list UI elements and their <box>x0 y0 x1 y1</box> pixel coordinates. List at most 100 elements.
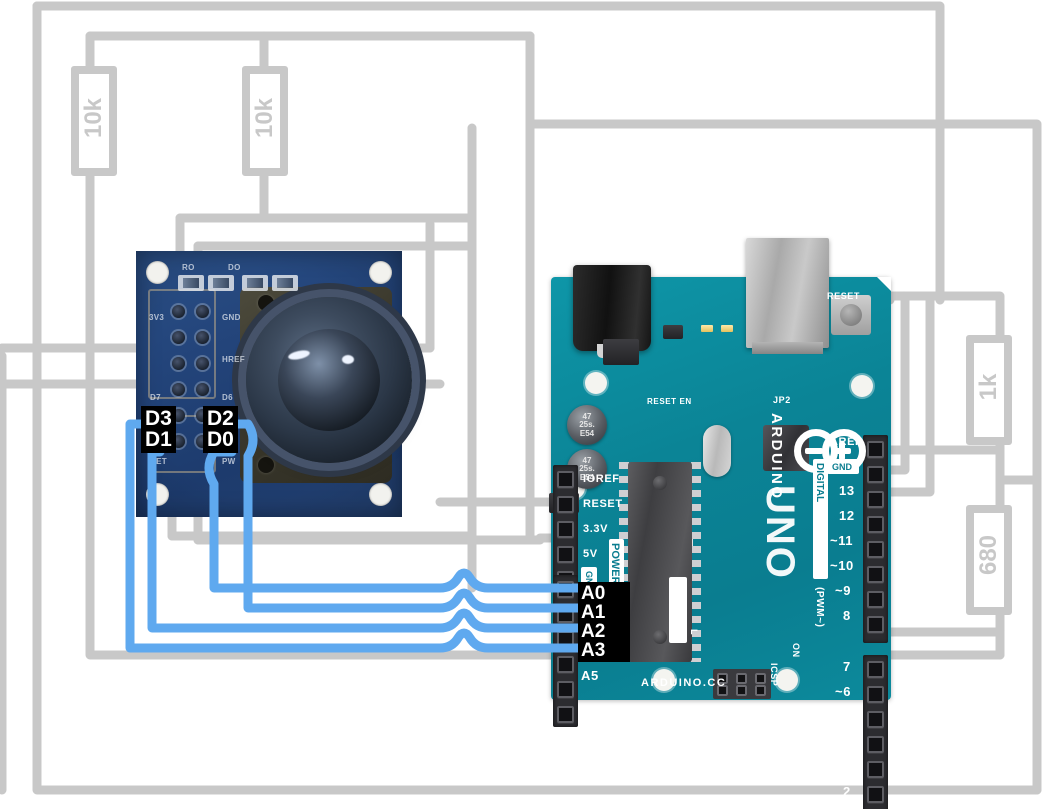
arduino-cc-label: ARDUINO.CC <box>641 677 727 689</box>
silk-label: HREF <box>222 355 245 364</box>
smd-component <box>178 275 204 291</box>
mcu-legs-left <box>619 462 629 662</box>
pin-label-aref: AREF <box>830 436 863 448</box>
header-socket[interactable] <box>557 471 574 488</box>
header-socket[interactable] <box>867 761 884 778</box>
mounting-hole <box>585 372 607 394</box>
pin-label-10: ~10 <box>830 558 854 573</box>
header-socket[interactable] <box>557 546 574 563</box>
board-notch <box>877 277 891 291</box>
header-socket[interactable] <box>557 631 574 648</box>
pin-label-3: ~3 <box>835 759 852 774</box>
resistor-10k-2: 10k <box>242 66 288 176</box>
header-socket[interactable] <box>867 566 884 583</box>
pin-pad[interactable] <box>172 383 185 396</box>
silk-label: PW <box>222 457 236 466</box>
pin-label-2: 2 <box>843 784 851 799</box>
header-socket[interactable] <box>557 496 574 513</box>
pin-pad[interactable] <box>172 357 185 370</box>
analog-header[interactable] <box>553 575 578 727</box>
status-led <box>721 325 733 332</box>
header-socket[interactable] <box>867 441 884 458</box>
polarity-icon-strip <box>669 577 687 643</box>
pin-pad[interactable] <box>196 331 209 344</box>
smd-component <box>663 325 683 339</box>
header-socket[interactable] <box>867 516 884 533</box>
digital-header-low[interactable] <box>863 655 888 809</box>
pin-label-a5: A5 <box>581 668 599 683</box>
smd-component <box>208 275 234 291</box>
resistor-value: 10k <box>80 97 107 139</box>
wire-1k-top <box>885 291 1005 340</box>
pin-pad[interactable] <box>172 331 185 344</box>
silk-label: GND <box>222 313 241 322</box>
header-socket[interactable] <box>867 591 884 608</box>
reset-button[interactable] <box>831 295 871 335</box>
voltage-regulator <box>603 339 639 365</box>
resistor-10k-1: 10k <box>71 66 117 176</box>
header-socket[interactable] <box>867 661 884 678</box>
header-socket[interactable] <box>867 711 884 728</box>
mounting-hole <box>776 669 798 691</box>
pin-label-11: ~11 <box>830 533 854 548</box>
header-socket[interactable] <box>557 606 574 623</box>
header-socket[interactable] <box>867 541 884 558</box>
wire-right-frame <box>935 119 1042 795</box>
callout-d0: D0 <box>203 427 238 453</box>
resistor-1k: 1k <box>966 335 1012 445</box>
mounting-hole <box>653 669 675 691</box>
reset-silk-label: RESET <box>827 291 861 301</box>
pin-label-13: 13 <box>839 483 855 498</box>
pin-pad[interactable] <box>196 357 209 370</box>
header-socket[interactable] <box>867 491 884 508</box>
mounting-hole <box>851 375 873 397</box>
smd-component <box>272 275 298 291</box>
pin-label-6: ~6 <box>835 684 852 699</box>
header-socket[interactable] <box>867 686 884 703</box>
barrel-power-jack[interactable] <box>573 265 651 351</box>
callout-d1: D1 <box>141 427 176 453</box>
header-socket[interactable] <box>557 681 574 698</box>
camera-lens <box>246 297 412 463</box>
pin-label-5: ~5 <box>835 709 852 724</box>
mounting-hole <box>146 261 169 284</box>
digital-header-high[interactable] <box>863 435 888 643</box>
header-socket[interactable] <box>867 616 884 633</box>
digital-section-box: DIGITAL <box>813 459 828 579</box>
icsp-header[interactable] <box>713 669 771 699</box>
pin-pad[interactable] <box>172 305 185 318</box>
pin-label-gnd-dig: GND <box>832 462 852 472</box>
pin-label-4: 4 <box>843 734 851 749</box>
digital-section-label: DIGITAL <box>814 463 825 503</box>
resistor-value: 1k <box>975 373 1002 401</box>
mounting-hole <box>369 483 392 506</box>
pwm-label: (PWM~) <box>814 587 825 628</box>
reset-en-label: RESET EN <box>647 397 692 406</box>
silk-label: RO <box>182 263 195 272</box>
pin-pad[interactable] <box>196 305 209 318</box>
pin-pad[interactable] <box>196 383 209 396</box>
pin-label-ioref: IOREF <box>583 473 620 485</box>
pin-label-reset: RESET <box>583 498 623 510</box>
callout-a3: A3 <box>578 639 630 662</box>
header-socket[interactable] <box>557 581 574 598</box>
header-socket[interactable] <box>557 521 574 538</box>
header-socket[interactable] <box>867 466 884 483</box>
pin-label-gnd-dig-box: GND <box>827 459 859 474</box>
pin-label-12: 12 <box>839 508 855 523</box>
header-socket[interactable] <box>557 656 574 673</box>
crystal-oscillator <box>703 425 731 477</box>
mounting-hole <box>146 483 169 506</box>
wire-outer-frame <box>32 1 1042 795</box>
ov7670-camera-module[interactable]: RO DO 3V3 GND HREF D7 D6 D5 D4 RET PW <box>136 251 412 517</box>
resistor-value: 680 <box>975 534 1002 576</box>
header-socket[interactable] <box>557 706 574 723</box>
header-socket[interactable] <box>867 786 884 803</box>
silk-label: RET <box>150 457 167 466</box>
usb-b-connector[interactable] <box>746 238 829 354</box>
header-socket[interactable] <box>867 736 884 753</box>
pin-label-7: 7 <box>843 659 851 674</box>
mounting-hole <box>369 261 392 284</box>
